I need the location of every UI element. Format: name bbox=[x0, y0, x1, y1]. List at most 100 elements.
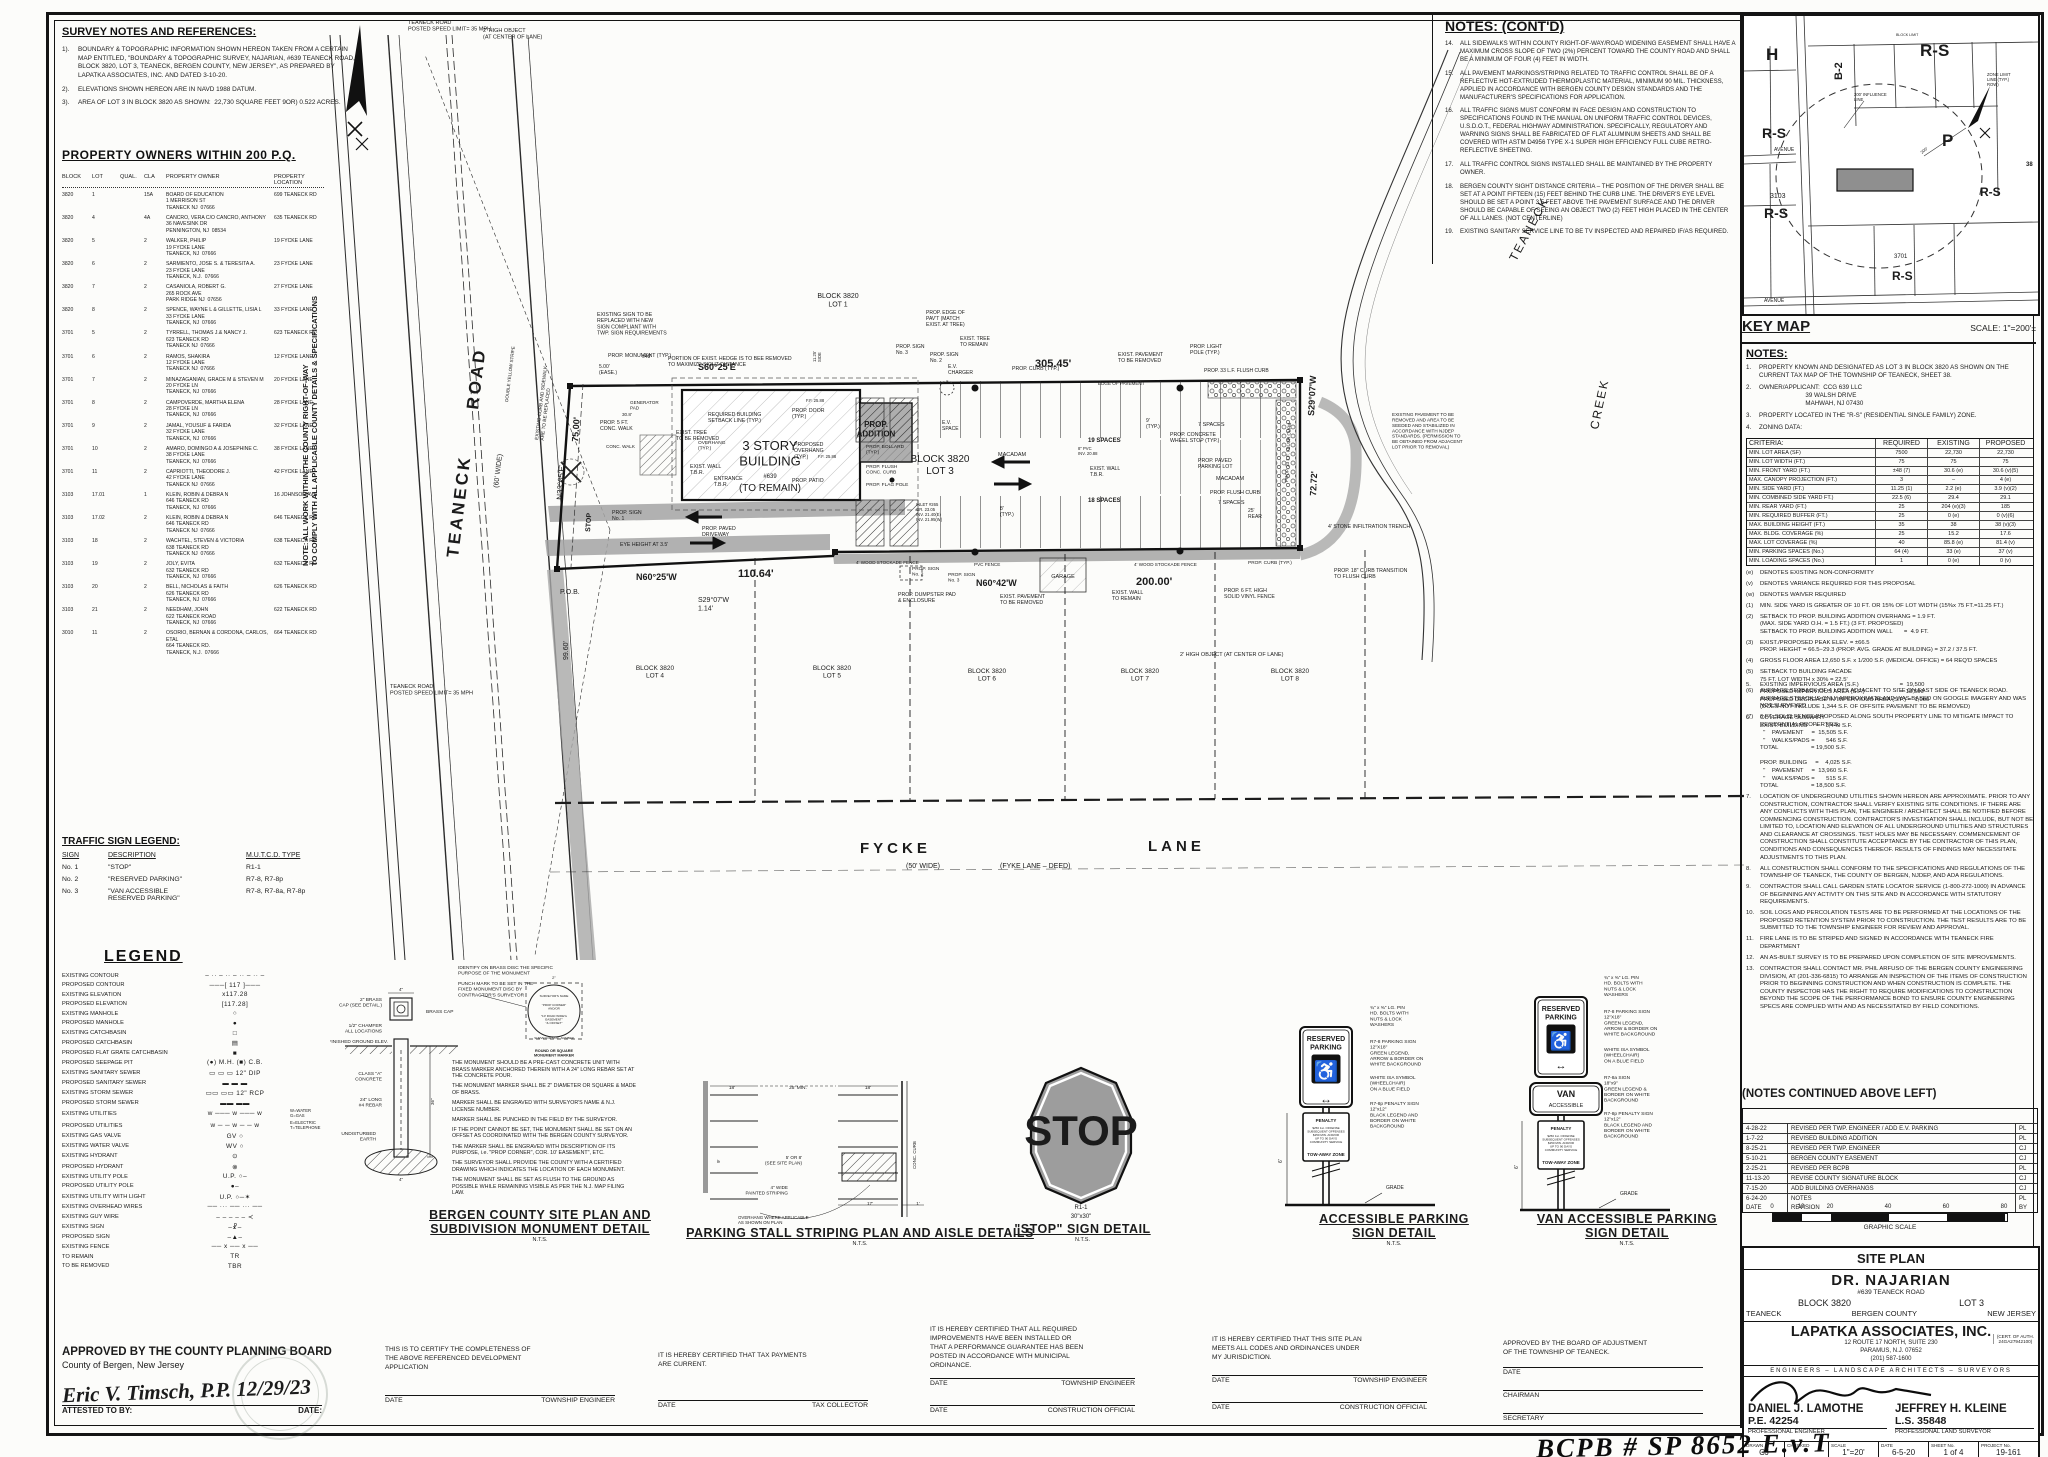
drawing-label: GRADE bbox=[1620, 1191, 1638, 1197]
accessible-sign-drawing bbox=[1285, 1026, 1435, 1207]
legend-symbol: – – – – – ≺ bbox=[216, 1213, 254, 1221]
legend-symbol: x117.28 bbox=[222, 991, 248, 999]
drawing-label: 200' bbox=[1919, 146, 1928, 155]
drawing-label: ♿ bbox=[1550, 1030, 1572, 1051]
accessible-sign-title: ACCESSIBLE PARKING SIGN DETAIL N.T.S. bbox=[1319, 1212, 1469, 1247]
notes-list-2: 5.EXISTING IMPERVIOUS AREA (S.F.) = 19,5… bbox=[1746, 682, 2034, 1012]
drawing-label: 7 SPACES bbox=[1218, 500, 1245, 506]
legend-item: TO REMAIN TR bbox=[62, 1253, 332, 1260]
footnote: (3)EXIST./PROPOSED PEAK ELEV. = ±66.5 PR… bbox=[1746, 639, 1978, 654]
legend-symbol: ── x ── x ── bbox=[211, 1243, 259, 1251]
footnote: (w)DENOTES WAIVER REQUIRED bbox=[1746, 591, 1846, 598]
legend-symbol: U.P. ○─✶ bbox=[219, 1193, 251, 1201]
note-item: 13.CONTRACTOR SHALL CONTACT MR. PHIL ARF… bbox=[1746, 966, 2029, 1010]
drawing-label: 4' STONE INFILTRATION TRENCH bbox=[1328, 524, 1410, 530]
revision-spacer bbox=[1743, 1109, 2037, 1124]
drawing-label: PROP. DUMPSTER PAD& ENCLOSURE bbox=[898, 592, 956, 604]
drawing-label: WHITE ISA SYMBOL(WHEELCHAIR)ON A BLUE FI… bbox=[1370, 1075, 1416, 1092]
drawing-label: 7 SPACES bbox=[1198, 422, 1225, 428]
disciplines: ENGINEERS – LANDSCAPE ARCHITECTS – SURVE… bbox=[1744, 1366, 2038, 1378]
fycke-lane bbox=[549, 550, 1745, 873]
drawing-label: NOTE: ALL WORK WITHIN THE COUNTY RIGHT-O… bbox=[301, 296, 319, 566]
drawing-label: S29°07'W bbox=[1306, 375, 1318, 416]
drawing-label: PROP. BOLLARD(TYP.) bbox=[866, 444, 905, 456]
notes-continued-label: (NOTES CONTINUED ABOVE LEFT) bbox=[1742, 1088, 1937, 1100]
drawing-label: R1-1 bbox=[1074, 1205, 1088, 1211]
drawing-label: 9'(TYP.) bbox=[1146, 418, 1160, 430]
drawing-label: 36" bbox=[430, 1098, 435, 1105]
note-item: 2.OWNER/APPLICANT: CCG 639 LLC 39 WALSH … bbox=[1746, 384, 1864, 408]
notes-list: 1.PROPERTY KNOWN AND DESIGNATED AS LOT 3… bbox=[1746, 364, 2034, 432]
legend-item: PROPOSED ELEVATION [117.28] bbox=[62, 1001, 332, 1008]
legend-item: EXISTING UTILITY WITH LIGHT U.P. ○─✶ bbox=[62, 1193, 332, 1201]
key-map-scale: SCALE: 1"=200'± bbox=[1970, 323, 2036, 333]
key-map-title: KEY MAP bbox=[1742, 318, 1811, 335]
drawing-label: PVC FENCE bbox=[974, 562, 1000, 567]
drawing-label: TOW-AWAY ZONE bbox=[1307, 1152, 1344, 1157]
drawing-label: SURVEYOR'S NAME bbox=[540, 994, 569, 998]
lot-label: LOT 3 bbox=[1959, 1298, 1984, 1308]
monument-note: THE MARKER SHALL BE ENGRAVED WITH DESCRI… bbox=[452, 1143, 616, 1157]
footnote: (7)6 FT. SOLID FENCE PROPOSED ALONG SOUT… bbox=[1746, 714, 2015, 728]
notes-contd-list: 14.ALL SIDEWALKS WITHIN COUNTY RIGHT-OF-… bbox=[1445, 40, 1737, 236]
drawing-label: PROP. DOOR(TYP.) bbox=[792, 408, 825, 420]
drawing-label: (FYKE LANE – DEED) bbox=[1000, 863, 1070, 870]
legend-symbol: ● bbox=[232, 1019, 238, 1027]
note-item: 10.SOIL LOGS AND PERCOLATION TESTS ARE T… bbox=[1746, 910, 2028, 932]
legend-item: TO BE REMOVED TBR bbox=[62, 1263, 332, 1270]
legend-symbol: ───[ 117 ]─── bbox=[209, 981, 261, 989]
flow-arrows bbox=[684, 455, 1033, 550]
footnote: (2)SETBACK TO PROP. BUILDING ADDITION OV… bbox=[1746, 613, 1936, 635]
note-item: 18.BERGEN COUNTY SIGHT DISTANCE CRITERIA… bbox=[1445, 182, 1729, 222]
legend-item: EXISTING GAS VALVE GV ○ bbox=[62, 1133, 332, 1140]
drawing-label: STOP bbox=[585, 512, 593, 532]
drawing-label: 305.45' bbox=[1035, 358, 1072, 370]
legend-item: PROPOSED SANITARY SEWER ▬ ▬ ▬ bbox=[62, 1080, 332, 1087]
drawing-label: "PROP CORNER"AND/OR bbox=[542, 1003, 566, 1011]
drawing-label: STOP bbox=[1024, 1107, 1138, 1154]
title-block: SITE PLAN DR. NAJARIAN #639 TEANECK ROAD… bbox=[1742, 1246, 2040, 1457]
drawing-label: H bbox=[1766, 45, 1778, 64]
drawing-label: 3701 bbox=[1894, 254, 1908, 260]
note-item: 6.COVERAGE SUMMARY EXIST. BUILDING = 3,4… bbox=[1746, 715, 1853, 790]
teaneck-creek bbox=[1340, 49, 1473, 663]
drawing-label: BRASS CAP bbox=[426, 1009, 453, 1015]
client-name: DR. NAJARIAN bbox=[1831, 1272, 1951, 1289]
survey-notes-list: 1).BOUNDARY & TOPOGRAPHIC INFORMATION SH… bbox=[62, 46, 362, 108]
footnote: (5)SETBACK TO BUILDING FACADE 75 FT. LOT… bbox=[1746, 669, 1852, 684]
drawing-label: DOUBLE YELLOW STRIPE bbox=[504, 346, 516, 402]
legend-item: EXISTING OVERHEAD WIRES ── ··· ── ··· ── bbox=[62, 1203, 332, 1210]
drawing-label: OVERHANG(TYP.) bbox=[698, 440, 726, 452]
drawing-label: #639 bbox=[763, 474, 777, 480]
drawing-label: 18 SPACES bbox=[1088, 498, 1121, 504]
